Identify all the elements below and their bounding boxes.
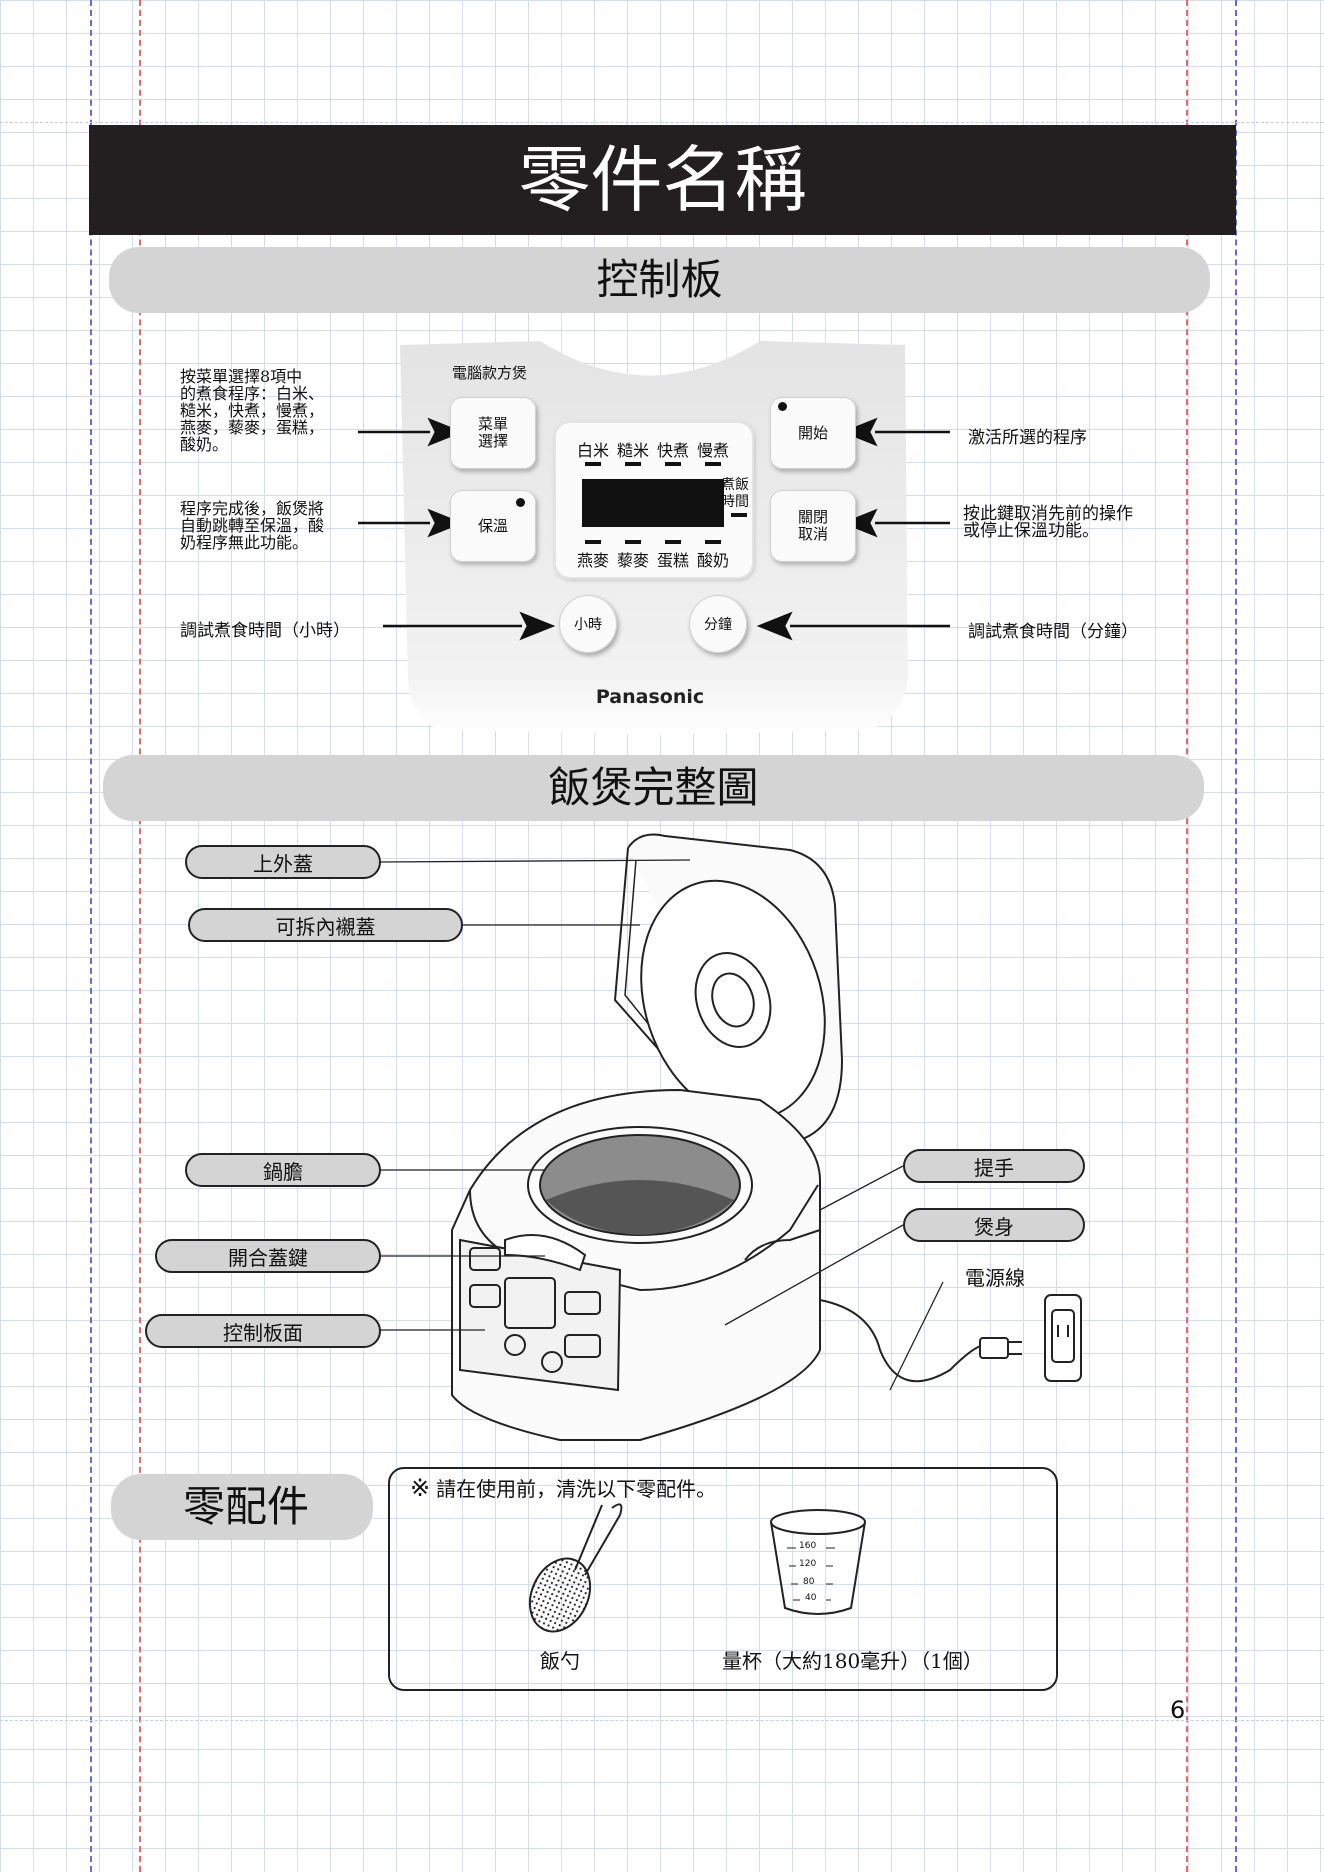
- cup-mark: 80: [803, 1577, 814, 1587]
- page-number: 6: [1170, 1696, 1185, 1724]
- spoon-label: 飯勺: [540, 1645, 580, 1674]
- cup-label: 量杯（大約180毫升）（1個）: [722, 1645, 983, 1674]
- cup-mark: 120: [799, 1559, 816, 1569]
- cup-mark: 40: [805, 1593, 816, 1603]
- cup-mark: 160: [799, 1541, 816, 1551]
